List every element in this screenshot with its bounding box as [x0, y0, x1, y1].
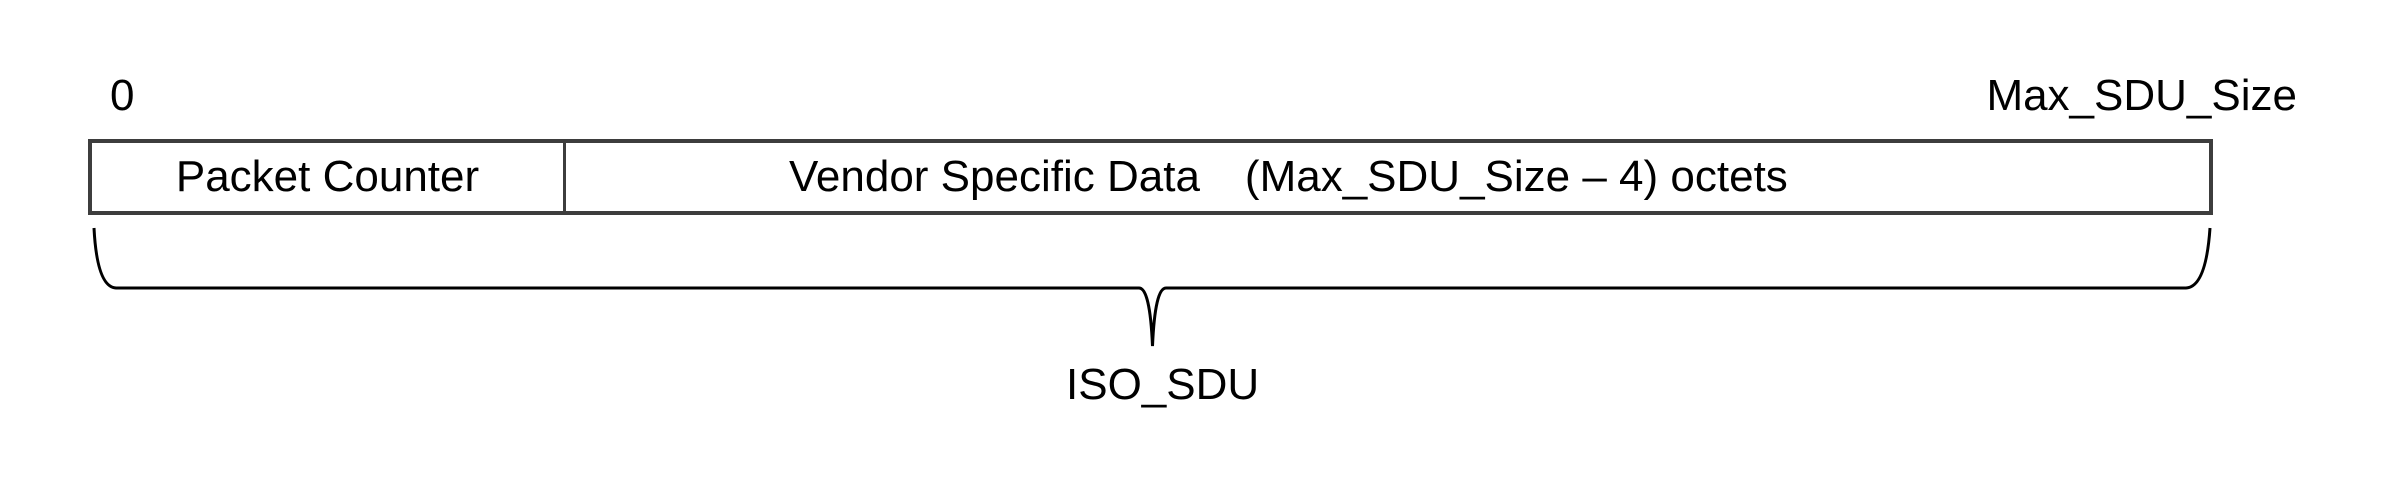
offset-start-label: 0: [110, 71, 135, 120]
packet-field-box: Packet Counter Vendor Specific Data (Max…: [88, 139, 2213, 215]
vendor-specific-data-size-note: (Max_SDU_Size – 4) octets: [1244, 152, 1788, 201]
iso-sdu-label: ISO_SDU: [1066, 360, 1260, 409]
brace-path: [92, 227, 2212, 347]
packet-counter-label: Packet Counter: [175, 152, 480, 201]
vendor-specific-data-label: Vendor Specific Data: [789, 152, 1200, 201]
offset-end-label: Max_SDU_Size: [1986, 71, 2297, 120]
vendor-specific-data-cell: Vendor Specific Data (Max_SDU_Size – 4) …: [566, 143, 2209, 211]
packet-counter-cell: Packet Counter: [92, 143, 566, 211]
